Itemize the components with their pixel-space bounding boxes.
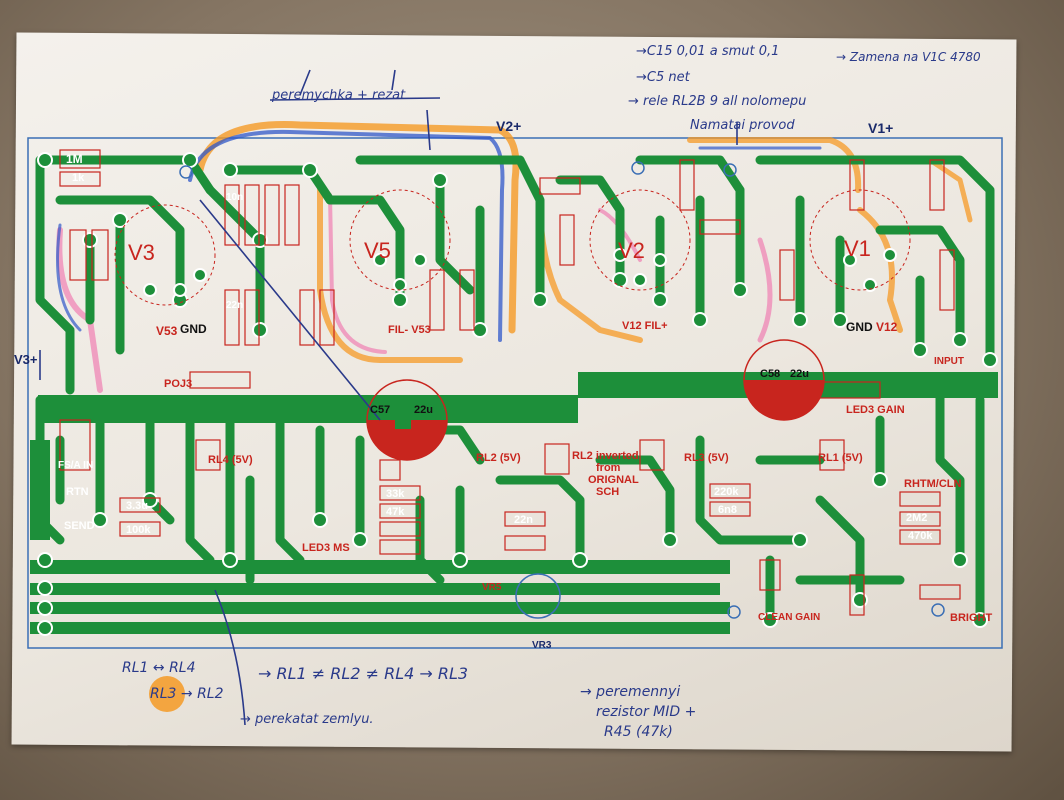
label-v1plus: V1+ bbox=[868, 120, 894, 136]
label-clean-gain: CLEAN GAIN bbox=[758, 612, 821, 623]
pads bbox=[37, 152, 998, 636]
ink-lines bbox=[39, 69, 738, 726]
label-rl2: RL2 (5V) bbox=[476, 452, 521, 464]
label-led-gain: LED3 GAIN bbox=[846, 404, 905, 416]
note-rl3-rl2: RL3 → RL2 bbox=[150, 686, 224, 702]
label-r-1m: 1M bbox=[66, 152, 83, 166]
label-rhtm: RHTM/CLN bbox=[904, 478, 962, 490]
note-jumper: peremychka + rezat bbox=[272, 88, 406, 103]
label-rl3: RL3 (5V) bbox=[684, 452, 729, 464]
label-v5: V5 bbox=[364, 238, 391, 263]
label-c57: C57 bbox=[370, 404, 391, 416]
label-r-470k: 470k bbox=[908, 530, 933, 542]
note-pot-2: rezistor MID + bbox=[596, 704, 697, 720]
label-r-2m2: 2M2 bbox=[906, 512, 928, 524]
electrolytic-caps bbox=[149, 339, 825, 712]
board-outline bbox=[27, 137, 1003, 649]
label-v3: V3 bbox=[128, 240, 155, 265]
label-rl1: RL1 (5V) bbox=[818, 452, 863, 464]
label-v1: V1 bbox=[844, 236, 871, 261]
label-rl2-inv-4: SCH bbox=[596, 486, 620, 498]
note-rl1-rl4: RL1 ↔ RL4 bbox=[122, 660, 196, 676]
label-c57-val: 22u bbox=[414, 404, 433, 416]
label-gnd-left: GND bbox=[180, 322, 207, 336]
label-c-3u3: 3.3u bbox=[126, 500, 149, 512]
note-pot-3: R45 (47k) bbox=[604, 724, 673, 740]
label-v2plus: V2+ bbox=[496, 118, 522, 134]
component-outlines bbox=[59, 149, 961, 616]
label-c-22n-b: 22n bbox=[514, 514, 533, 526]
label-v12: V12 bbox=[876, 320, 898, 334]
label-v53: V53 bbox=[156, 324, 178, 338]
note-replace: → Zamena na V1C 4780 bbox=[836, 50, 981, 64]
label-v3plus: V3+ bbox=[14, 352, 38, 367]
label-input: INPUT bbox=[934, 356, 964, 367]
label-v2: V2 bbox=[618, 238, 645, 263]
note-c15: →C15 0,01 a smut 0,1 bbox=[636, 44, 780, 59]
label-rtn: RTN bbox=[66, 486, 89, 498]
label-c-10n: 10n bbox=[226, 192, 244, 203]
note-rl-chain: → RL1 ≠ RL2 ≠ RL4 → RL3 bbox=[258, 664, 469, 683]
label-c58: C58 bbox=[760, 368, 781, 380]
label-r-220k: 220k bbox=[714, 486, 739, 498]
label-vr5: VR5 bbox=[482, 582, 502, 593]
label-r-100k: 100k bbox=[126, 524, 151, 536]
label-gnd-right: GND bbox=[846, 320, 873, 334]
note-ground: → perekatat zemlyu. bbox=[240, 712, 374, 727]
note-wire: Namatai provod bbox=[690, 118, 795, 133]
label-fil-plus: V12 FIL+ bbox=[622, 320, 668, 332]
label-rl4: RL4 (5V) bbox=[208, 454, 253, 466]
note-c5: →C5 net bbox=[636, 70, 690, 85]
label-r-33k: 33k bbox=[386, 488, 405, 500]
label-rl2-inv-3: ORIGNAL bbox=[588, 474, 639, 486]
label-rl2-inv-1: RL2 inverted bbox=[572, 450, 639, 462]
label-send: SEND bbox=[64, 520, 95, 532]
label-c58-val: 22u bbox=[790, 368, 809, 380]
mounting-holes bbox=[179, 161, 945, 619]
label-c-22n: 22n bbox=[226, 300, 244, 311]
label-led-ms: LED3 MS bbox=[302, 542, 350, 554]
label-r-1k: 1k bbox=[72, 172, 85, 184]
label-rl2-inv-2: from bbox=[596, 462, 621, 474]
label-bright: BRIGHT bbox=[950, 612, 993, 624]
label-fs: FS/A IN bbox=[58, 460, 94, 471]
label-poj3: POJ3 bbox=[164, 378, 193, 390]
note-pot-1: → peremennyi bbox=[580, 684, 681, 700]
label-fil-minus: FIL- V53 bbox=[388, 324, 431, 336]
label-vr3: VR3 bbox=[532, 640, 552, 651]
tube-sockets bbox=[114, 189, 911, 306]
note-relay: → rele RL2B 9 all nolomepu bbox=[628, 94, 807, 109]
label-c-6n8: 6n8 bbox=[718, 504, 737, 516]
label-r-47k: 47k bbox=[386, 506, 405, 518]
